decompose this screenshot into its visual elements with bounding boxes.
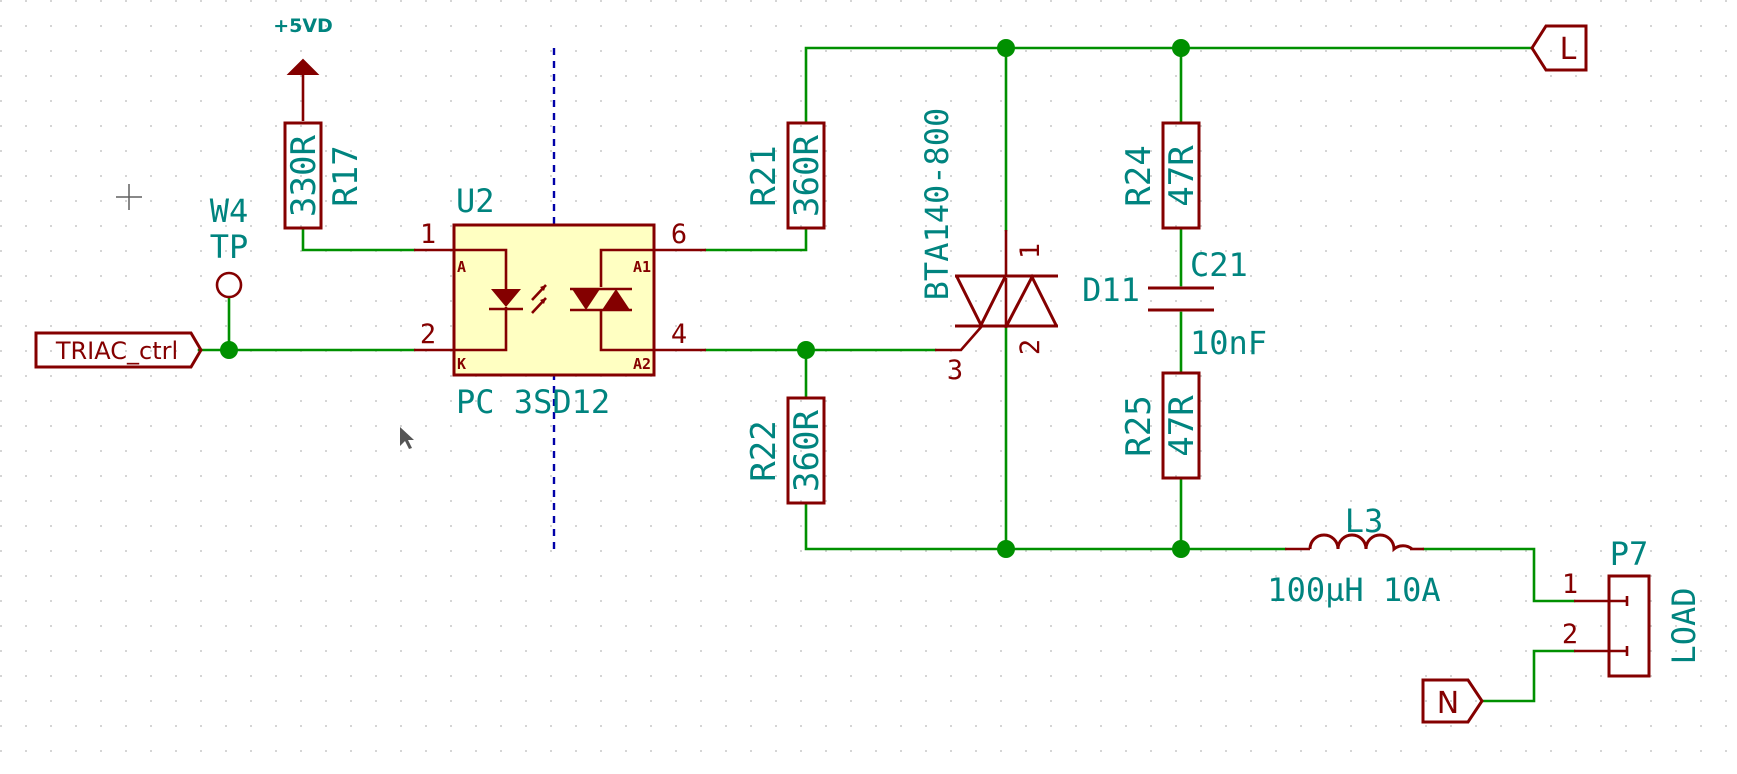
crosshair-cursor-icon [116, 184, 142, 210]
resistor-r21[interactable]: 360R R21 [744, 121, 827, 230]
testpoint-value: TP [210, 228, 249, 266]
capacitor-c21[interactable]: C21 10nF [1148, 246, 1267, 362]
connector-pin-1: 1 [1562, 569, 1578, 600]
power-arrow-icon [286, 58, 320, 75]
r25-ref: R25 [1119, 395, 1159, 456]
triac-pin-1: 1 [1015, 243, 1046, 259]
capacitor-ref: C21 [1190, 246, 1248, 284]
triac-pin-3: 3 [947, 355, 963, 386]
optocoupler-ref: U2 [456, 182, 495, 220]
hlabel-triac-ctrl[interactable]: TRIAC_ctrl [34, 331, 203, 369]
resistor-r17[interactable]: 330R R17 [283, 121, 366, 230]
optocoupler-body [452, 223, 656, 377]
neutral-label: N [1437, 686, 1459, 721]
led-emitter-icon [454, 248, 547, 352]
resistor-r22[interactable]: 360R R22 [744, 396, 827, 505]
pin-name-a1: A1 [633, 258, 651, 276]
r21-value: 360R [787, 135, 827, 217]
resistor-r25[interactable]: 47R R25 [1119, 371, 1202, 480]
triac-value: BTA140-800 [918, 108, 956, 301]
capacitor-value: 10nF [1190, 324, 1267, 362]
testpoint-w4[interactable]: W4 TP [210, 192, 249, 299]
pin-number-6: 6 [671, 219, 687, 250]
power-symbol-5vd[interactable]: +5VD [273, 15, 333, 121]
connector-p7[interactable]: 1 2 P7 LOAD [1562, 535, 1703, 678]
triac-ctrl-label: TRIAC_ctrl [55, 337, 178, 365]
inductor-l3[interactable]: L3 100µH 10A [1267, 502, 1440, 609]
optocoupler-u2[interactable]: A K A1 A2 1 2 6 4 U2 PC 3SD12 [414, 182, 706, 421]
hlabel-neutral[interactable]: N [1421, 678, 1484, 724]
photo-triac-icon [570, 248, 654, 352]
line-label: L [1560, 32, 1577, 67]
pin-number-1: 1 [420, 219, 436, 250]
optocoupler-value: PC 3SD12 [456, 383, 610, 421]
inductor-value: 100µH 10A [1267, 571, 1440, 609]
r17-ref: R17 [326, 145, 366, 206]
r21-ref: R21 [744, 145, 784, 206]
resistor-r24[interactable]: 47R R24 [1119, 121, 1202, 230]
hlabel-line[interactable]: L [1530, 24, 1588, 72]
r22-value: 360R [787, 410, 827, 492]
pin-name-k: K [457, 355, 466, 373]
r24-ref: R24 [1119, 145, 1159, 206]
r24-value: 47R [1162, 145, 1202, 207]
r22-ref: R22 [744, 420, 784, 481]
r25-value: 47R [1162, 395, 1202, 457]
r17-value: 330R [284, 135, 324, 217]
connector-value: LOAD [1665, 587, 1703, 664]
pin-name-a: A [457, 258, 466, 276]
wires [197, 46, 1576, 703]
pin-number-4: 4 [671, 319, 687, 350]
triac-d11[interactable]: 1 2 3 D11 BTA140-800 [918, 108, 1140, 386]
pin-number-2: 2 [420, 319, 436, 350]
power-net-label: +5VD [273, 15, 333, 37]
triac-pin-2: 2 [1015, 339, 1046, 355]
inductor-ref: L3 [1345, 502, 1384, 540]
pin-name-a2: A2 [633, 355, 651, 373]
triac-ref: D11 [1082, 271, 1140, 309]
testpoint-ref: W4 [210, 192, 249, 230]
connector-pin-2: 2 [1562, 619, 1578, 650]
mouse-pointer-icon [400, 427, 414, 449]
junctions [220, 39, 1190, 558]
connector-ref: P7 [1610, 535, 1649, 573]
